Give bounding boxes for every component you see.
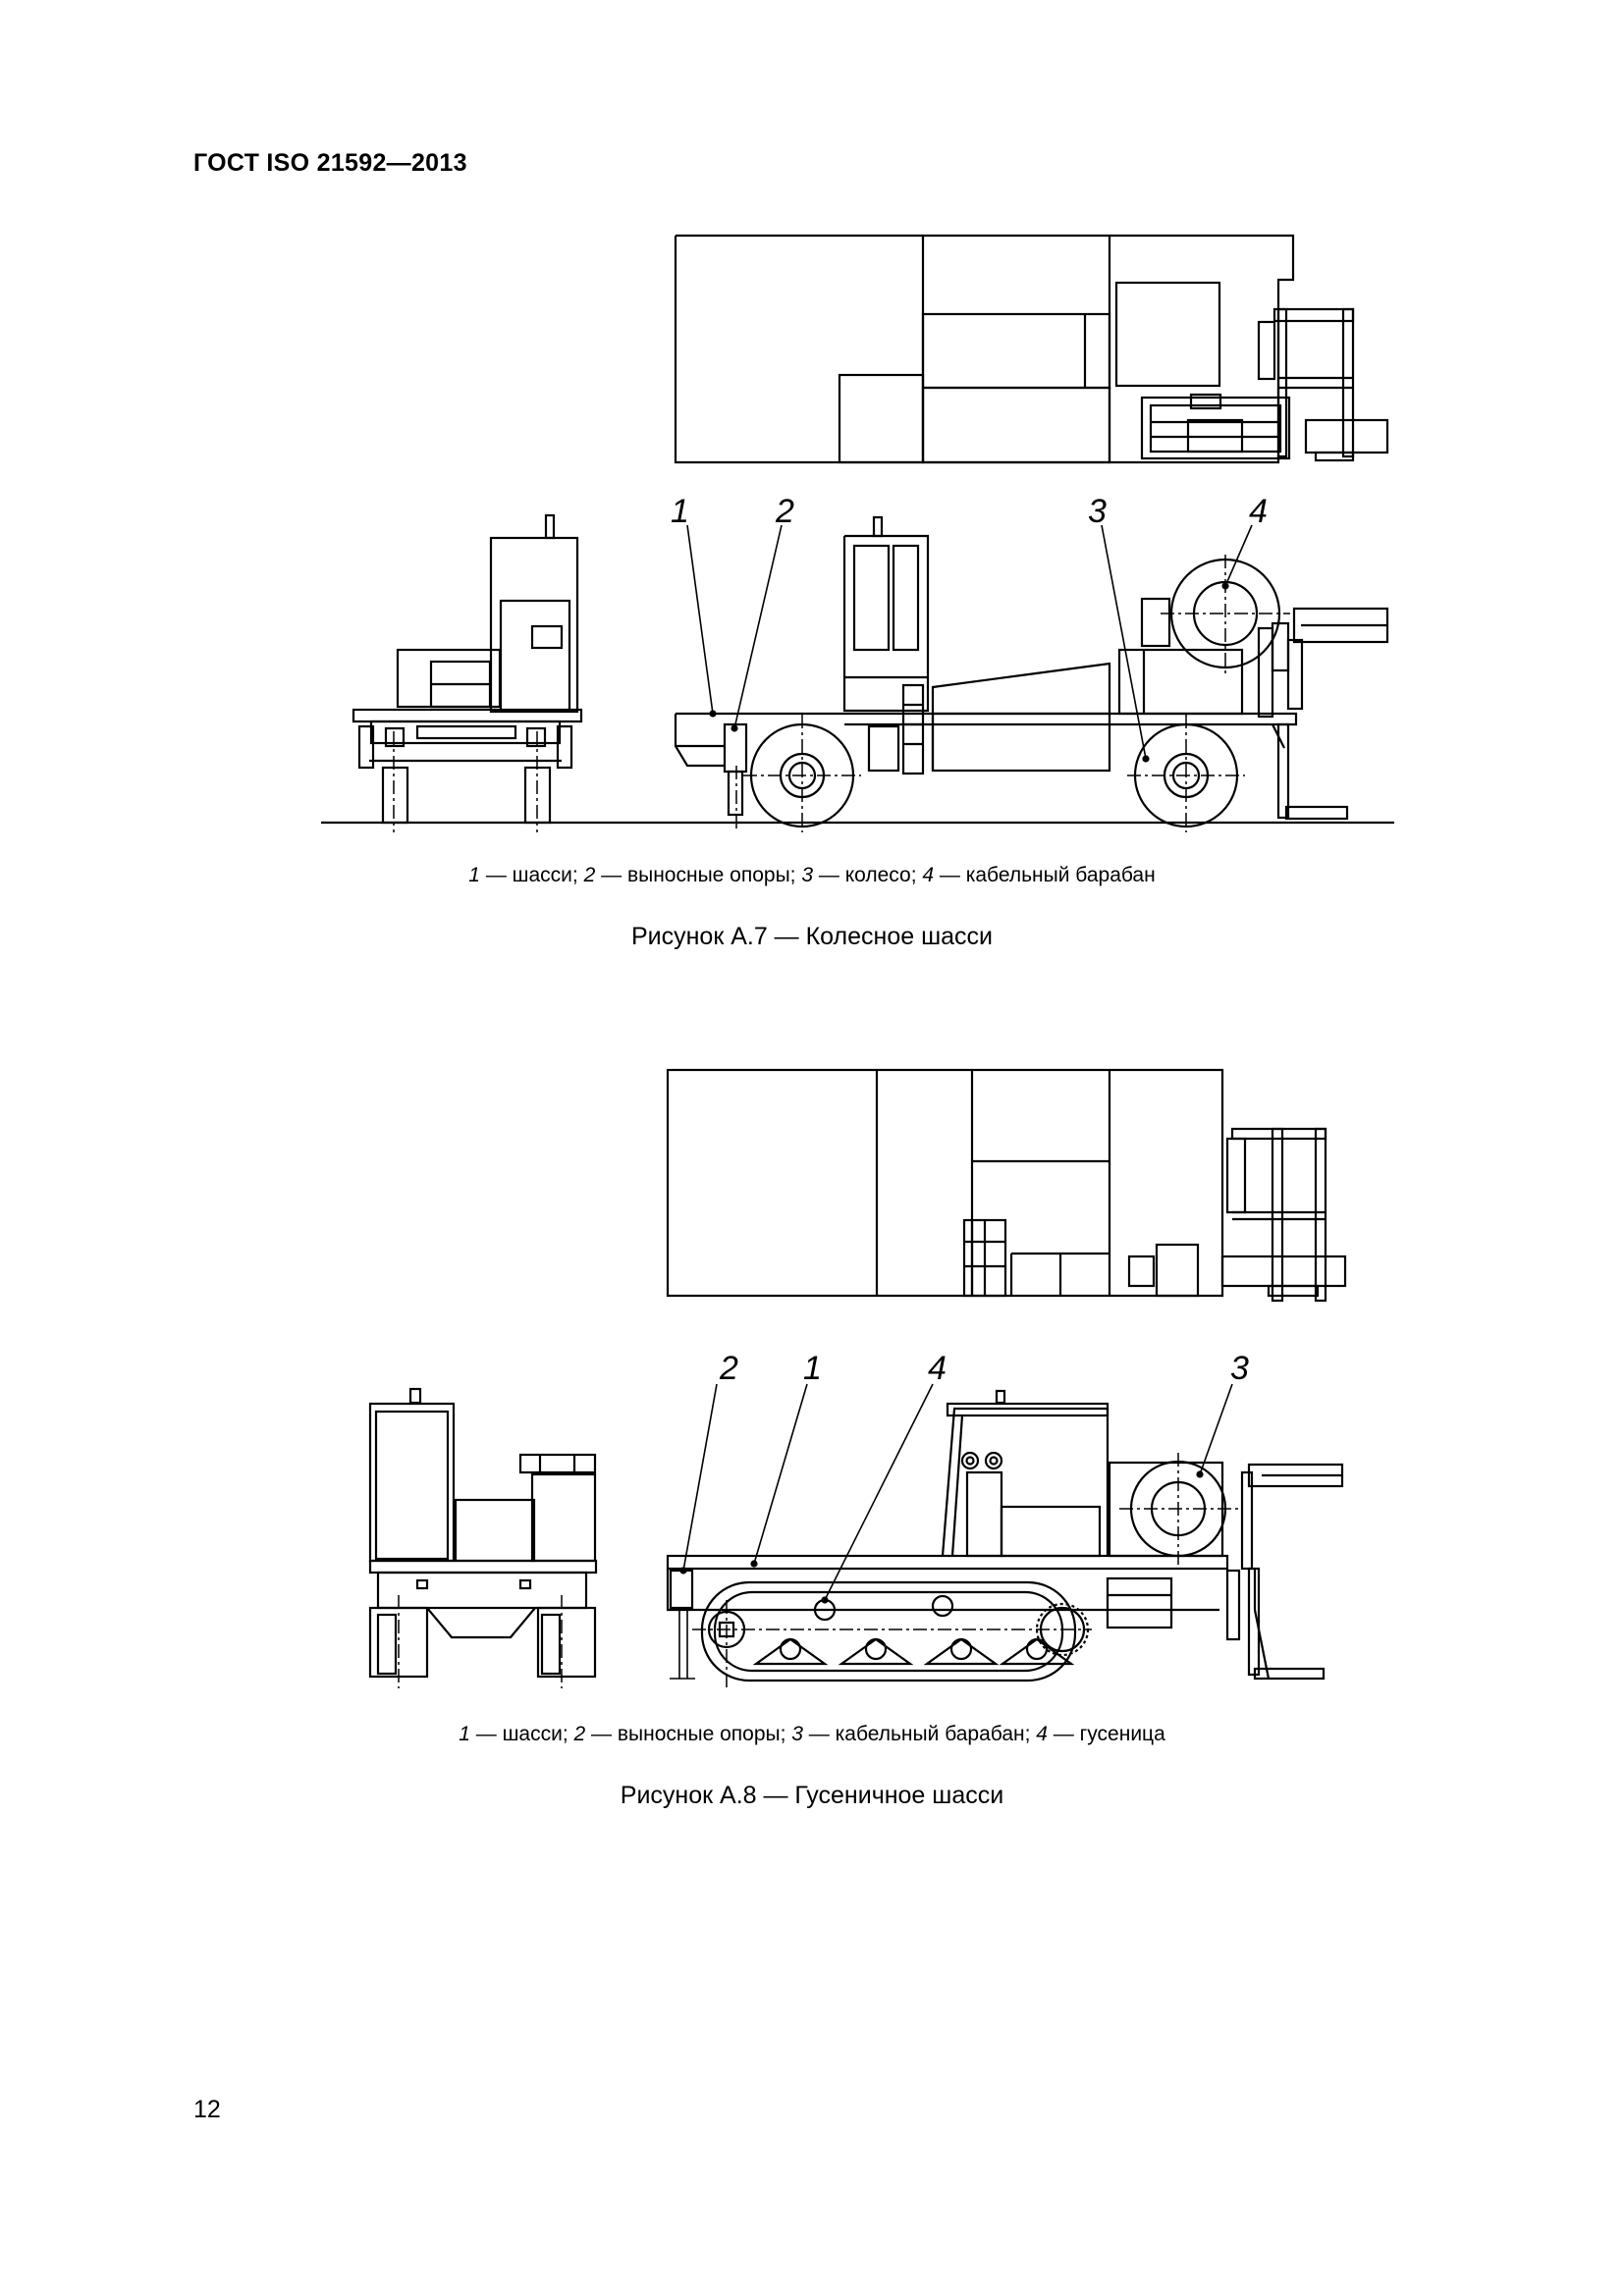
document-header: ГОСТ ISO 21592—2013 (193, 149, 467, 177)
figure-a8-drawing: 2 1 4 3 (368, 1068, 1347, 1688)
a7-callout-2: 2 (775, 493, 794, 530)
a8-end-view (368, 1387, 598, 1688)
a7-legend-num-2: 2 (583, 864, 596, 886)
a7-callout-3: 3 (1088, 493, 1107, 530)
a8-legend-text-3: — кабельный барабан; (802, 1723, 1037, 1745)
a7-plan-view (674, 234, 1389, 464)
a7-legend-text-4: — кабельный барабан (934, 864, 1156, 886)
a7-legend-num-1: 1 (468, 864, 480, 886)
a8-legend-text-4: — гусеница (1047, 1723, 1165, 1745)
a8-callout-3: 3 (1230, 1350, 1249, 1387)
a8-legend-num-3: 3 (791, 1723, 803, 1745)
a7-legend-num-3: 3 (801, 864, 814, 886)
page-number: 12 (193, 2096, 221, 2123)
a8-callout-4: 4 (928, 1350, 947, 1387)
figure-a8-legend: 1 — шасси; 2 — выносные опоры; 3 — кабел… (0, 1723, 1624, 1746)
a7-end-view (352, 513, 583, 832)
a7-side-view (321, 515, 1394, 832)
a7-legend-text-3: — колесо; (813, 864, 923, 886)
a8-callout-2: 2 (719, 1350, 738, 1387)
a7-legend-num-4: 4 (922, 864, 935, 886)
a8-legend-num-4: 4 (1036, 1723, 1048, 1745)
figure-a7-legend: 1 — шасси; 2 — выносные опоры; 3 — колес… (0, 864, 1624, 887)
a7-legend-text-2: — выносные опоры; (595, 864, 802, 886)
a8-side-view (666, 1383, 1344, 1688)
a8-callout-1: 1 (803, 1350, 822, 1387)
a8-legend-num-1: 1 (459, 1723, 470, 1745)
a7-callout-1: 1 (671, 493, 689, 530)
a8-legend-text-1: — шасси; (469, 1723, 574, 1745)
figure-a8-caption: Рисунок А.8 — Гусеничное шасси (620, 1782, 1004, 1809)
a8-plan-view (666, 1068, 1347, 1303)
a8-legend-num-2: 2 (573, 1723, 586, 1745)
a7-legend-text-1: — шасси; (479, 864, 584, 886)
a7-callout-4: 4 (1249, 493, 1268, 530)
figure-a7-caption: Рисунок А.7 — Колесное шасси (630, 923, 994, 950)
figure-a7-drawing: 1 2 3 4 (321, 234, 1394, 832)
a8-legend-text-2: — выносные опоры; (585, 1723, 792, 1745)
